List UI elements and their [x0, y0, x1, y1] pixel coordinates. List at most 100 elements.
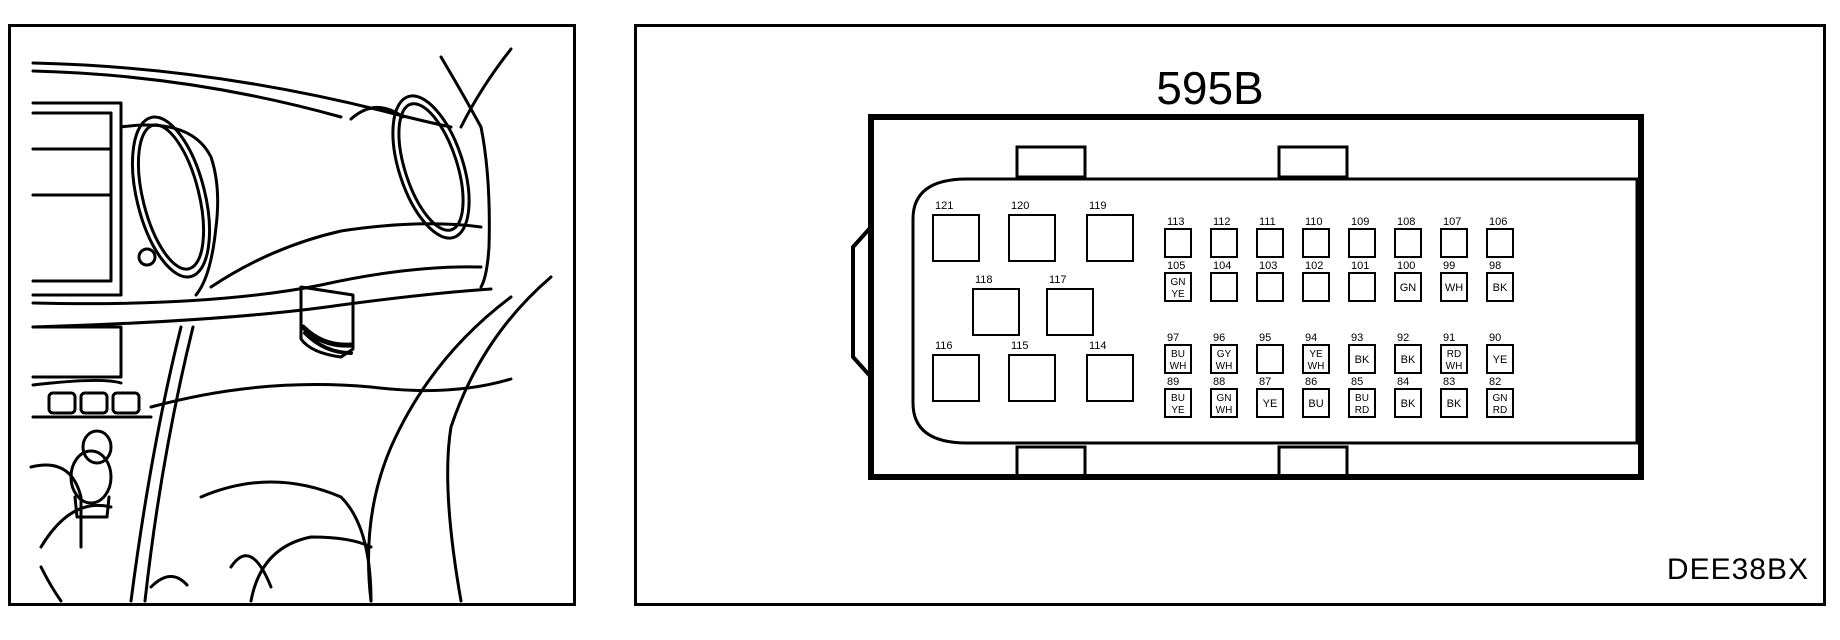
- pin-number-label: 91: [1443, 332, 1455, 344]
- pin-105: [1164, 272, 1192, 302]
- wire-color-label: BK: [1493, 282, 1508, 294]
- wire-stripe-label: WH: [1170, 361, 1187, 372]
- wire-color-label: BU: [1171, 349, 1185, 360]
- connector-face: [911, 177, 1639, 445]
- wire-stripe-label: YE: [1171, 405, 1185, 416]
- pin-112: [1210, 228, 1238, 258]
- wire-color-label: WH: [1445, 282, 1463, 294]
- pin-number-label: 116: [935, 340, 953, 352]
- pin-104: [1210, 272, 1238, 302]
- pin-106: [1486, 228, 1514, 258]
- pin-number-label: 88: [1213, 376, 1225, 388]
- pin-number-label: 114: [1089, 340, 1107, 352]
- pin-number-label: 107: [1443, 216, 1461, 228]
- pin-110: [1302, 228, 1330, 258]
- wire-color-label: GN: [1493, 393, 1508, 404]
- pin-84: [1394, 388, 1422, 418]
- wire-color-label: GN: [1171, 277, 1186, 288]
- pin-109: [1348, 228, 1376, 258]
- pin-number-label: 93: [1351, 332, 1363, 344]
- pin-82: [1486, 388, 1514, 418]
- pin-121: [932, 214, 980, 262]
- connector-title: 595B: [1156, 62, 1264, 114]
- pin-114: [1086, 354, 1134, 402]
- pin-number-label: 84: [1397, 376, 1409, 388]
- dashboard-location-drawing: [29, 47, 553, 603]
- connector-housing: [868, 114, 1644, 480]
- pin-number-label: 97: [1167, 332, 1179, 344]
- pin-number-label: 105: [1167, 260, 1185, 272]
- pin-number-label: 115: [1011, 340, 1029, 352]
- pin-number-label: 99: [1443, 260, 1455, 272]
- wire-color-label: BU: [1308, 398, 1323, 410]
- pin-88: [1210, 388, 1238, 418]
- pin-119: [1086, 214, 1134, 262]
- wire-color-label: BK: [1401, 354, 1416, 366]
- pin-92: [1394, 344, 1422, 374]
- wire-color-label: BU: [1171, 393, 1185, 404]
- wire-color-label: GY: [1217, 349, 1232, 360]
- pin-number-label: 103: [1259, 260, 1277, 272]
- pin-number-label: 92: [1397, 332, 1409, 344]
- figure-code: DEE38BX: [1666, 553, 1809, 586]
- pin-116: [932, 354, 980, 402]
- wire-stripe-label: WH: [1446, 361, 1463, 372]
- pin-number-label: 121: [935, 200, 953, 212]
- pin-number-label: 87: [1259, 376, 1271, 388]
- pin-number-label: 85: [1351, 376, 1363, 388]
- pin-120: [1008, 214, 1056, 262]
- pin-number-label: 104: [1213, 260, 1231, 272]
- pin-93: [1348, 344, 1376, 374]
- wire-stripe-label: WH: [1308, 361, 1325, 372]
- pin-number-label: 108: [1397, 216, 1415, 228]
- pin-number-label: 83: [1443, 376, 1455, 388]
- wire-color-label: YE: [1493, 354, 1508, 366]
- wire-color-label: YE: [1309, 349, 1323, 360]
- lock-tab-top-right: [1277, 145, 1349, 179]
- pin-100: [1394, 272, 1422, 302]
- pin-number-label: 112: [1213, 216, 1231, 228]
- pin-95: [1256, 344, 1284, 374]
- wire-stripe-label: YE: [1171, 289, 1185, 300]
- pin-number-label: 82: [1489, 376, 1501, 388]
- pin-113: [1164, 228, 1192, 258]
- wire-stripe-label: RD: [1355, 405, 1369, 416]
- pin-number-label: 120: [1011, 200, 1029, 212]
- pin-102: [1302, 272, 1330, 302]
- pin-number-label: 86: [1305, 376, 1317, 388]
- pin-number-label: 118: [975, 274, 993, 286]
- pin-87: [1256, 388, 1284, 418]
- pin-99: [1440, 272, 1468, 302]
- pin-89: [1164, 388, 1192, 418]
- pin-86: [1302, 388, 1330, 418]
- pin-number-label: 96: [1213, 332, 1225, 344]
- wire-color-label: BK: [1447, 398, 1462, 410]
- pin-number-label: 95: [1259, 332, 1271, 344]
- connector-key-notch: [851, 225, 873, 379]
- pin-115: [1008, 354, 1056, 402]
- pin-108: [1394, 228, 1422, 258]
- wire-color-label: RD: [1447, 349, 1461, 360]
- lock-tab-top-left: [1015, 145, 1087, 179]
- pin-90: [1486, 344, 1514, 374]
- lock-tab-bottom-left: [1015, 445, 1087, 479]
- pin-number-label: 89: [1167, 376, 1179, 388]
- pin-number-label: 113: [1167, 216, 1185, 228]
- pin-118: [972, 288, 1020, 336]
- pin-number-label: 109: [1351, 216, 1369, 228]
- pin-number-label: 106: [1489, 216, 1507, 228]
- pin-number-label: 102: [1305, 260, 1323, 272]
- pin-number-label: 98: [1489, 260, 1501, 272]
- wire-color-label: BK: [1355, 354, 1370, 366]
- pin-111: [1256, 228, 1284, 258]
- wire-color-label: BU: [1355, 393, 1369, 404]
- pin-83: [1440, 388, 1468, 418]
- pin-107: [1440, 228, 1468, 258]
- pin-number-label: 119: [1089, 200, 1107, 212]
- pin-number-label: 117: [1049, 274, 1067, 286]
- wire-color-label: GN: [1400, 282, 1417, 294]
- wire-stripe-label: WH: [1216, 405, 1233, 416]
- wire-stripe-label: WH: [1216, 361, 1233, 372]
